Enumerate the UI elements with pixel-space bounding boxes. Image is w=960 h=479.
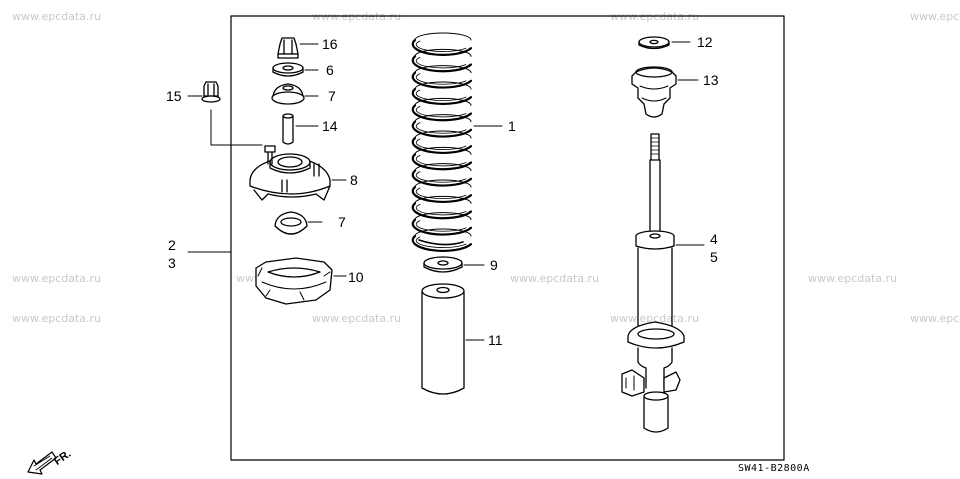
callout-4: 4 <box>710 231 718 247</box>
spring-end <box>419 240 463 245</box>
spring-seat-10 <box>256 258 346 304</box>
spring-coil-inner <box>416 123 466 134</box>
callout-7-lower: 7 <box>338 214 346 230</box>
spring-coil-inner <box>416 155 466 166</box>
self-locking-nut-16 <box>278 38 318 58</box>
coil-spring-1 <box>413 33 471 251</box>
dust-cover-11 <box>422 284 484 394</box>
watermark: www.epcdata.ru <box>808 272 898 285</box>
spring-coil-inner <box>416 204 466 215</box>
spring-coil-back <box>415 98 471 105</box>
watermark: www.epcdata.ru <box>510 272 600 285</box>
callout-14: 14 <box>322 118 338 134</box>
mount-rubber-7-lower <box>275 212 322 234</box>
spring-coil-inner <box>416 90 466 101</box>
spring-coil-back <box>415 196 471 203</box>
callout-16: 16 <box>322 36 338 52</box>
diagram-frame <box>231 16 784 460</box>
callout-12: 12 <box>697 34 713 50</box>
callout-6: 6 <box>326 62 334 78</box>
spring-coil-front <box>413 40 471 55</box>
collar-14 <box>283 114 318 144</box>
spring-coil-front <box>413 220 471 235</box>
watermark: www.epcdata.ru <box>12 10 102 23</box>
callout-7-upper: 7 <box>328 88 336 104</box>
spring-coil-front <box>413 203 471 218</box>
washer-6 <box>273 63 318 76</box>
callout-11: 11 <box>488 332 503 348</box>
spring-coil-inner <box>416 172 466 183</box>
spring-coil-back <box>415 49 471 56</box>
watermark: www.epcdata.ru <box>12 312 102 325</box>
washer-12 <box>639 37 690 49</box>
spring-coil-front <box>413 105 471 120</box>
callout-5: 5 <box>710 249 718 265</box>
spring-coil-back <box>415 164 471 171</box>
callout-13: 13 <box>703 72 719 88</box>
spring-coil-front <box>413 73 471 88</box>
spring-coil-inner <box>416 41 466 52</box>
spring-coil-back <box>415 131 471 138</box>
callout-15: 15 <box>166 88 182 104</box>
spring-coil-back <box>415 229 471 236</box>
spring-coil-back <box>415 82 471 89</box>
callout-8: 8 <box>350 172 358 188</box>
callout-9: 9 <box>490 257 498 273</box>
spring-coil-front <box>413 171 471 186</box>
spring-coil-back <box>415 115 471 122</box>
spring-coil-front <box>413 187 471 202</box>
callout-10: 10 <box>348 269 364 285</box>
spring-coil-back <box>415 33 471 40</box>
spring-coil-front <box>413 56 471 71</box>
spring-coil-inner <box>416 57 466 68</box>
spring-coil-back <box>415 147 471 154</box>
spring-coil-inner <box>416 188 466 199</box>
spring-coil-back <box>415 180 471 187</box>
watermark: www.epcdata.ru <box>910 312 960 325</box>
watermark: www.epcdata.ru <box>312 312 402 325</box>
spring-coil-back <box>415 66 471 73</box>
spring-coil-front <box>413 122 471 137</box>
watermark: www.epcdata.ru <box>910 10 960 23</box>
spring-coil-front <box>413 89 471 104</box>
callout-3: 3 <box>168 255 176 271</box>
spring-washer-9 <box>424 257 484 272</box>
spring-coil-front <box>413 138 471 153</box>
diagram-code: SW41-B2800A <box>738 463 810 474</box>
spring-coil-inner <box>416 139 466 150</box>
callout-2: 2 <box>168 237 176 253</box>
shock-absorber-4-5 <box>622 134 704 432</box>
watermark: www.epcdata.ru <box>610 312 700 325</box>
bump-stop-13 <box>632 67 698 117</box>
spring-coil-inner <box>416 221 466 232</box>
spring-coil-inner <box>416 74 466 85</box>
spring-coil-front <box>413 154 471 169</box>
mount-rubber-7-upper <box>272 84 318 104</box>
callout-1: 1 <box>508 118 516 134</box>
spring-coil-inner <box>416 106 466 117</box>
strut-mount-8 <box>250 146 346 200</box>
front-direction-arrow-icon <box>28 452 56 474</box>
flange-nut-15 <box>188 82 262 145</box>
spring-coil-front <box>413 236 471 251</box>
watermark: www.epcdata.ru <box>12 272 102 285</box>
spring-coil-back <box>415 213 471 220</box>
spring-coil-inner <box>416 237 466 248</box>
